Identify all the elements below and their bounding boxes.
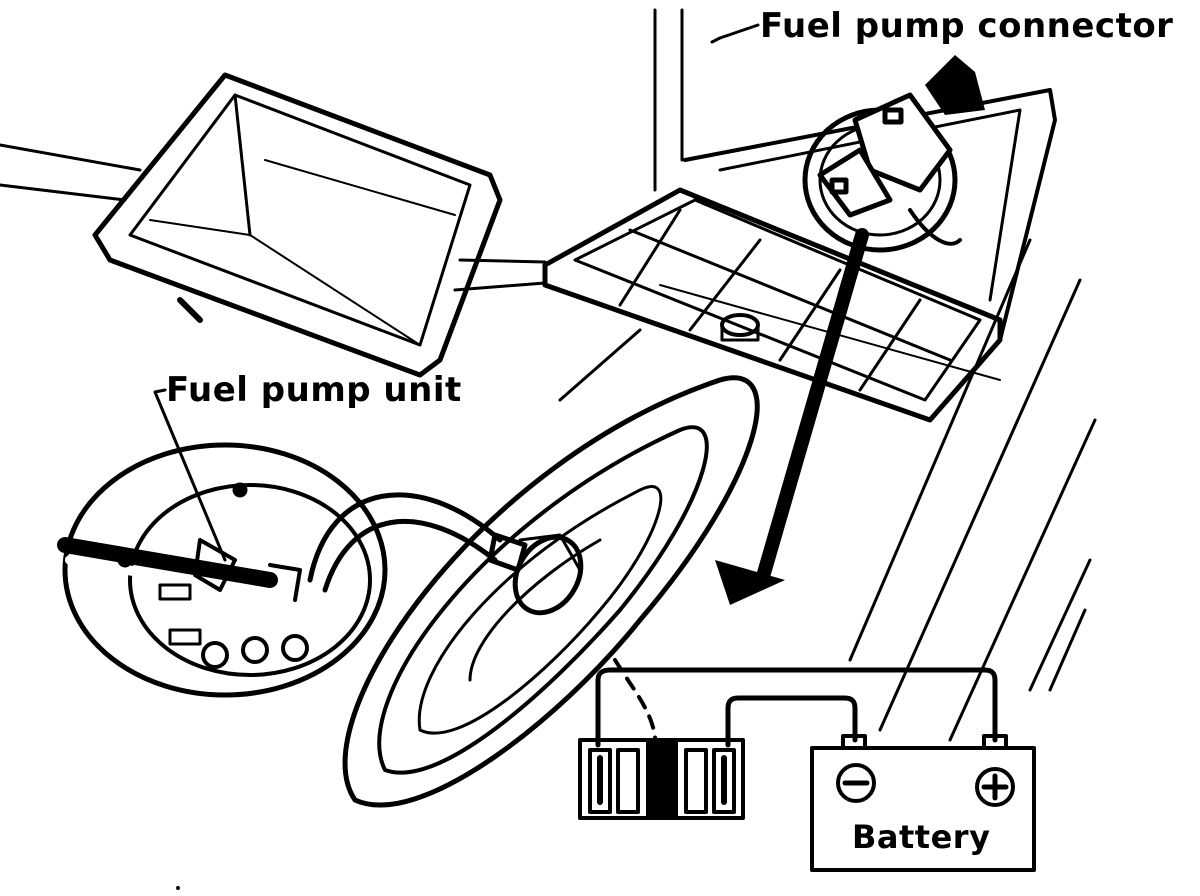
fuel-pump-unit-label: Fuel pump unit (166, 370, 462, 410)
fuel-pump-connector-part (802, 92, 962, 253)
vehicle-body-lines (0, 8, 1097, 742)
unit-label-leader (153, 388, 227, 562)
connector-label-leader (710, 23, 760, 44)
connection-arrow (715, 228, 869, 605)
fuel-tank-lid (342, 375, 760, 808)
floor-access-panel (542, 88, 1057, 423)
rear-seat-cushion (92, 72, 503, 378)
fuel-pump-unit-detail (57, 442, 388, 698)
fuel-pump-connector-label: Fuel pump connector (760, 6, 1174, 46)
battery-label: Battery (852, 818, 991, 856)
fuel-hose (307, 492, 528, 593)
battery (810, 734, 1036, 872)
harness-connector-terminals (578, 738, 745, 820)
connector-pointer-arrow (925, 55, 985, 115)
